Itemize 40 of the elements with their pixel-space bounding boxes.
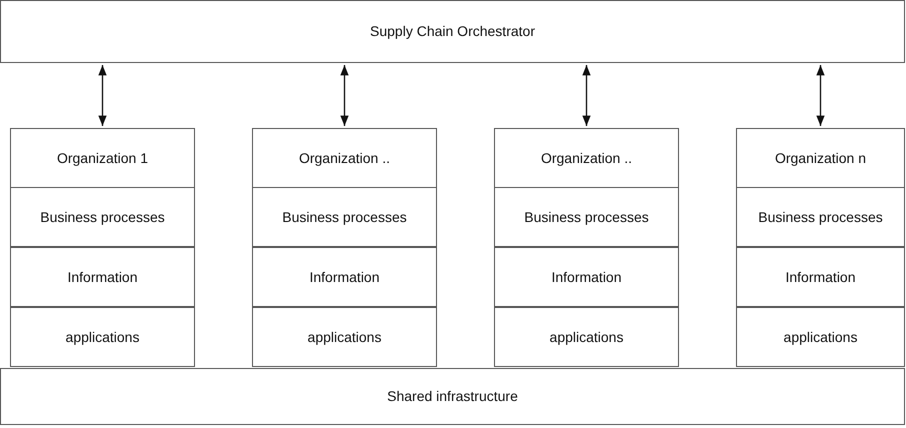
box-label: Business processes [758, 208, 883, 227]
stack-box [252, 307, 437, 367]
double-arrow [582, 65, 591, 126]
double-arrow [816, 65, 825, 126]
double-arrow [340, 65, 349, 126]
stack-box [252, 247, 437, 307]
box-label: Organization .. [540, 148, 632, 168]
box-label: applications [550, 328, 624, 347]
box-label: Information [309, 268, 380, 286]
stack-box [736, 247, 905, 307]
stack-box [10, 307, 195, 367]
box-label: Organization n [774, 148, 866, 168]
double-arrow [98, 65, 107, 126]
box-label: Business processes [524, 208, 649, 227]
box-label: Business processes [282, 208, 407, 227]
box-label: Information [551, 268, 622, 286]
stack-box [10, 187, 195, 247]
stack-box [10, 128, 195, 188]
stack-box [494, 128, 679, 188]
box-label: Supply Chain Orchestrator [370, 22, 535, 41]
layer-box [0, 368, 905, 425]
box-label: applications [784, 328, 858, 347]
box-label: Organization .. [298, 148, 390, 168]
stack-box [252, 128, 437, 188]
box-label: Information [67, 268, 138, 286]
stack-box [736, 307, 905, 367]
layer-box [0, 0, 905, 63]
stack-box [494, 307, 679, 367]
stack-box [252, 187, 437, 247]
box-label: applications [66, 328, 140, 347]
box-label: Business processes [40, 208, 165, 227]
stack-box [494, 187, 679, 247]
box-label: Information [785, 268, 856, 286]
stack-box [736, 187, 905, 247]
box-label: Shared infrastructure [387, 387, 518, 406]
box-label: applications [308, 328, 382, 347]
box-label: Organization 1 [56, 148, 148, 168]
stack-box [736, 128, 905, 188]
stack-box [494, 247, 679, 307]
stack-box [10, 247, 195, 307]
